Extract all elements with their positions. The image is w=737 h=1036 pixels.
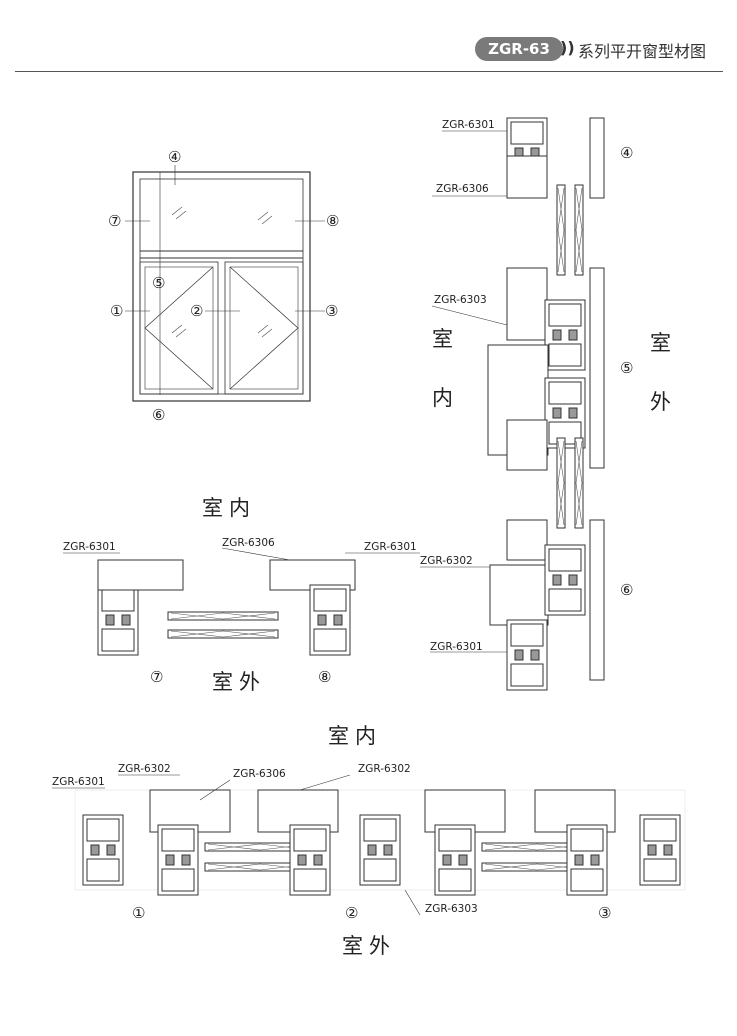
indoor-label-vertical-2: 内 — [432, 386, 453, 410]
series-title: 系列平开窗型材图 — [578, 42, 707, 61]
outdoor-label-vertical-1: 室 — [650, 331, 671, 355]
marker-8-elevation: ⑧ — [326, 212, 339, 230]
label-6302-bottom-right: ZGR-6302 — [358, 763, 411, 775]
model-badge: ZGR-63 — [475, 37, 563, 61]
bottom-section — [52, 774, 686, 916]
marker-1-bottom: ① — [132, 904, 145, 922]
label-6306-bottom: ZGR-6306 — [233, 768, 286, 780]
label-6306-mid: ZGR-6306 — [222, 537, 275, 549]
marker-1-elevation: ① — [110, 302, 123, 320]
marker-3-bottom: ③ — [598, 904, 611, 922]
marker-6-section: ⑥ — [620, 581, 633, 599]
label-6302-v: ZGR-6302 — [420, 555, 473, 567]
outdoor-label-vertical-2: 外 — [650, 390, 671, 414]
indoor-label-bottom: 室内 — [328, 724, 382, 748]
indoor-label-middle: 室内 — [202, 496, 256, 520]
outdoor-label-middle: 室外 — [212, 670, 266, 694]
marker-5-section: ⑤ — [620, 359, 633, 377]
header-divider — [15, 71, 723, 72]
label-6303-bottom: ZGR-6303 — [425, 903, 478, 915]
marker-5-elevation: ⑤ — [152, 274, 165, 292]
label-6301-mid-right: ZGR-6301 — [364, 541, 417, 553]
marker-6-elevation: ⑥ — [152, 406, 165, 424]
label-6301-mid-left: ZGR-6301 — [63, 541, 116, 553]
chevron-icon: )) — [560, 38, 575, 57]
label-6302-bottom-left: ZGR-6302 — [118, 763, 171, 775]
label-6301-v-top: ZGR-6301 — [442, 119, 495, 131]
label-6306-v: ZGR-6306 — [436, 183, 489, 195]
label-6301-bottom: ZGR-6301 — [52, 776, 105, 788]
marker-7-section: ⑦ — [150, 668, 163, 686]
marker-2-bottom: ② — [345, 904, 358, 922]
window-elevation — [125, 165, 325, 402]
page-header: ZGR-63 )) 系列平开窗型材图 — [0, 0, 737, 80]
indoor-label-vertical-1: 室 — [432, 327, 453, 351]
marker-8-section: ⑧ — [318, 668, 331, 686]
marker-3-elevation: ③ — [325, 302, 338, 320]
vertical-section — [420, 117, 605, 691]
middle-section — [63, 547, 420, 656]
label-6301-v-bottom: ZGR-6301 — [430, 641, 483, 653]
outdoor-label-bottom: 室外 — [342, 934, 396, 958]
marker-4-elevation: ④ — [168, 148, 181, 166]
marker-4-section: ④ — [620, 144, 633, 162]
marker-7-elevation: ⑦ — [108, 212, 121, 230]
label-6303-v: ZGR-6303 — [434, 294, 487, 306]
marker-2-elevation: ② — [190, 302, 203, 320]
